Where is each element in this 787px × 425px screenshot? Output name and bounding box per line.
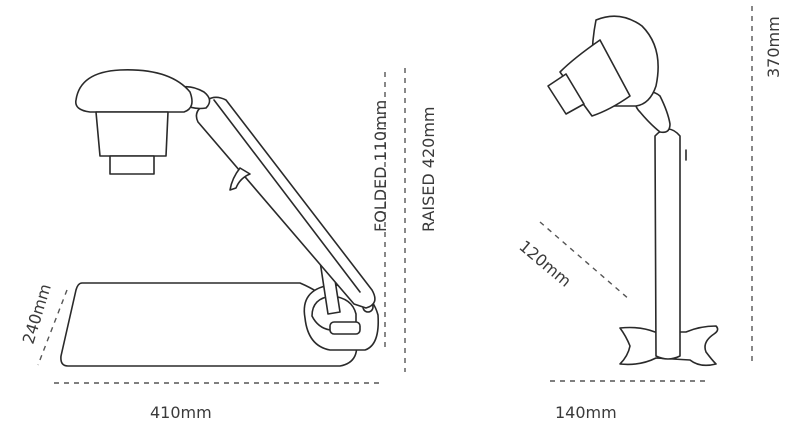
camera-head-body: [95, 111, 169, 157]
hinge-housing-inner: [311, 295, 357, 331]
folded-label: FOLDED 110mm: [371, 100, 390, 232]
width-label: 410mm: [150, 403, 212, 422]
raised-label: RAISED 420mm: [419, 106, 438, 232]
camera-lens: [109, 155, 155, 175]
side-width-label: 140mm: [555, 403, 617, 422]
main-arm: [195, 96, 376, 309]
arm-knob: [229, 167, 251, 191]
front-view-lamp: [60, 69, 380, 367]
side-view-lamp: [547, 15, 719, 367]
depth-dim-line: [37, 289, 68, 366]
depth-label: 240mm: [19, 282, 55, 347]
hinge-lock: [329, 321, 361, 335]
main-arm-edge: [213, 99, 361, 293]
camera-head-dome: [74, 69, 193, 113]
side-lens: [547, 73, 585, 115]
side-height-label: 370mm: [764, 16, 783, 78]
side-head-body: [559, 39, 631, 117]
side-pole: [654, 128, 681, 360]
